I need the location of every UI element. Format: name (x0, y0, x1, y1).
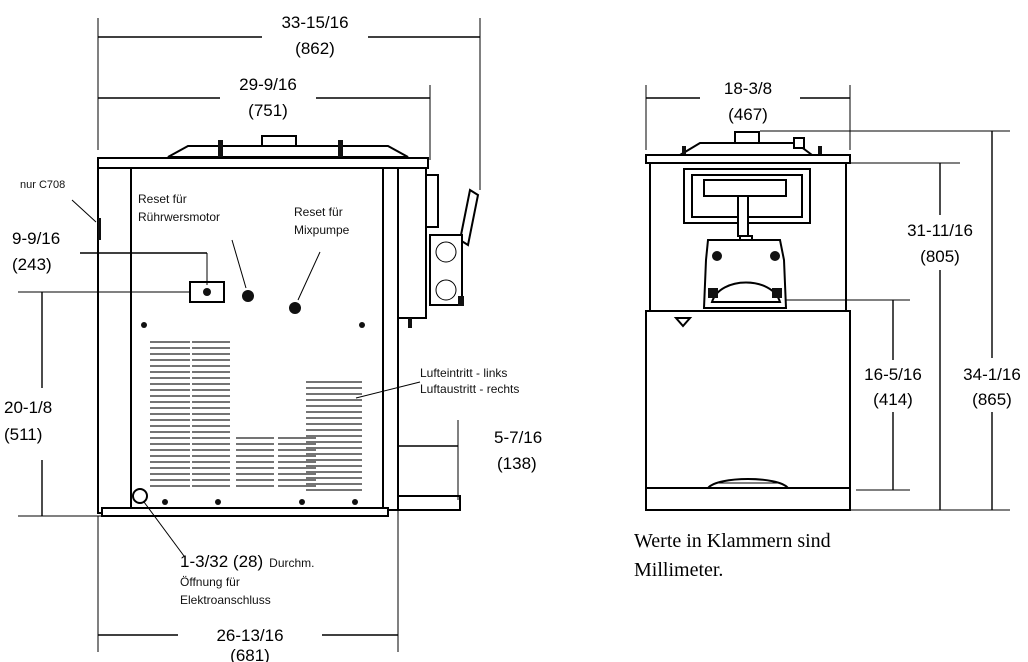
side-width-inch: 18-3/8 (724, 79, 772, 98)
label-air-2: Luftaustritt - rechts (420, 382, 519, 396)
label-reset-motor-2: Rührwersmotor (138, 210, 220, 224)
side-dimensions (645, 85, 1010, 511)
label-reset-motor-1: Reset für (138, 192, 187, 206)
overall-width-mm: (862) (295, 39, 335, 58)
height-total-inch: 34-1/16 (963, 365, 1021, 384)
base-width-inch: 26-13/16 (216, 626, 283, 645)
cabinet-width-mm: (751) (248, 101, 288, 120)
vent-grilles (150, 341, 362, 491)
height-lower-mm: (511) (4, 425, 42, 444)
left-offset-mm: (243) (12, 255, 52, 274)
front-dimensions (18, 18, 481, 652)
hole-label-1: Öffnung für (180, 575, 240, 589)
height-lower-inch: 20-1/8 (4, 398, 52, 417)
hole-size: 1-3/32 (28)Durchm. (180, 552, 315, 571)
label-air-1: Lufteintritt - links (420, 366, 507, 380)
left-offset-inch: 9-9/16 (12, 229, 60, 248)
label-reset-pump-1: Reset für (294, 205, 343, 219)
label-nur-c708: nur C708 (20, 179, 65, 191)
height-upper-inch: 31-11/16 (907, 221, 973, 240)
height-upper-mm: (805) (920, 247, 960, 266)
cabinet-width-inch: 29-9/16 (239, 75, 297, 94)
side-labels: 18-3/8 (467) 31-11/16 (805) 16-5/16 (414… (634, 79, 1021, 581)
height-mid-mm: (414) (873, 390, 913, 409)
hole-label-2: Elektroanschluss (180, 593, 271, 607)
front-labels: 33-15/16 (862) 29-9/16 (751) nur C708 9-… (4, 13, 542, 662)
label-reset-pump-2: Mixpumpe (294, 223, 350, 237)
drip-tray-inch: 5-7/16 (494, 428, 542, 447)
height-mid-inch: 16-5/16 (864, 365, 922, 384)
note-line-2: Millimeter. (634, 559, 723, 581)
front-view-machine (97, 135, 480, 517)
side-view-machine (645, 131, 851, 511)
side-width-mm: (467) (728, 105, 768, 124)
overall-width-inch: 33-15/16 (281, 13, 348, 32)
base-width-mm: (681) (230, 646, 270, 662)
height-total-mm: (865) (972, 390, 1012, 409)
drip-tray-mm: (138) (497, 454, 537, 473)
note-line-1: Werte in Klammern sind (634, 530, 831, 552)
